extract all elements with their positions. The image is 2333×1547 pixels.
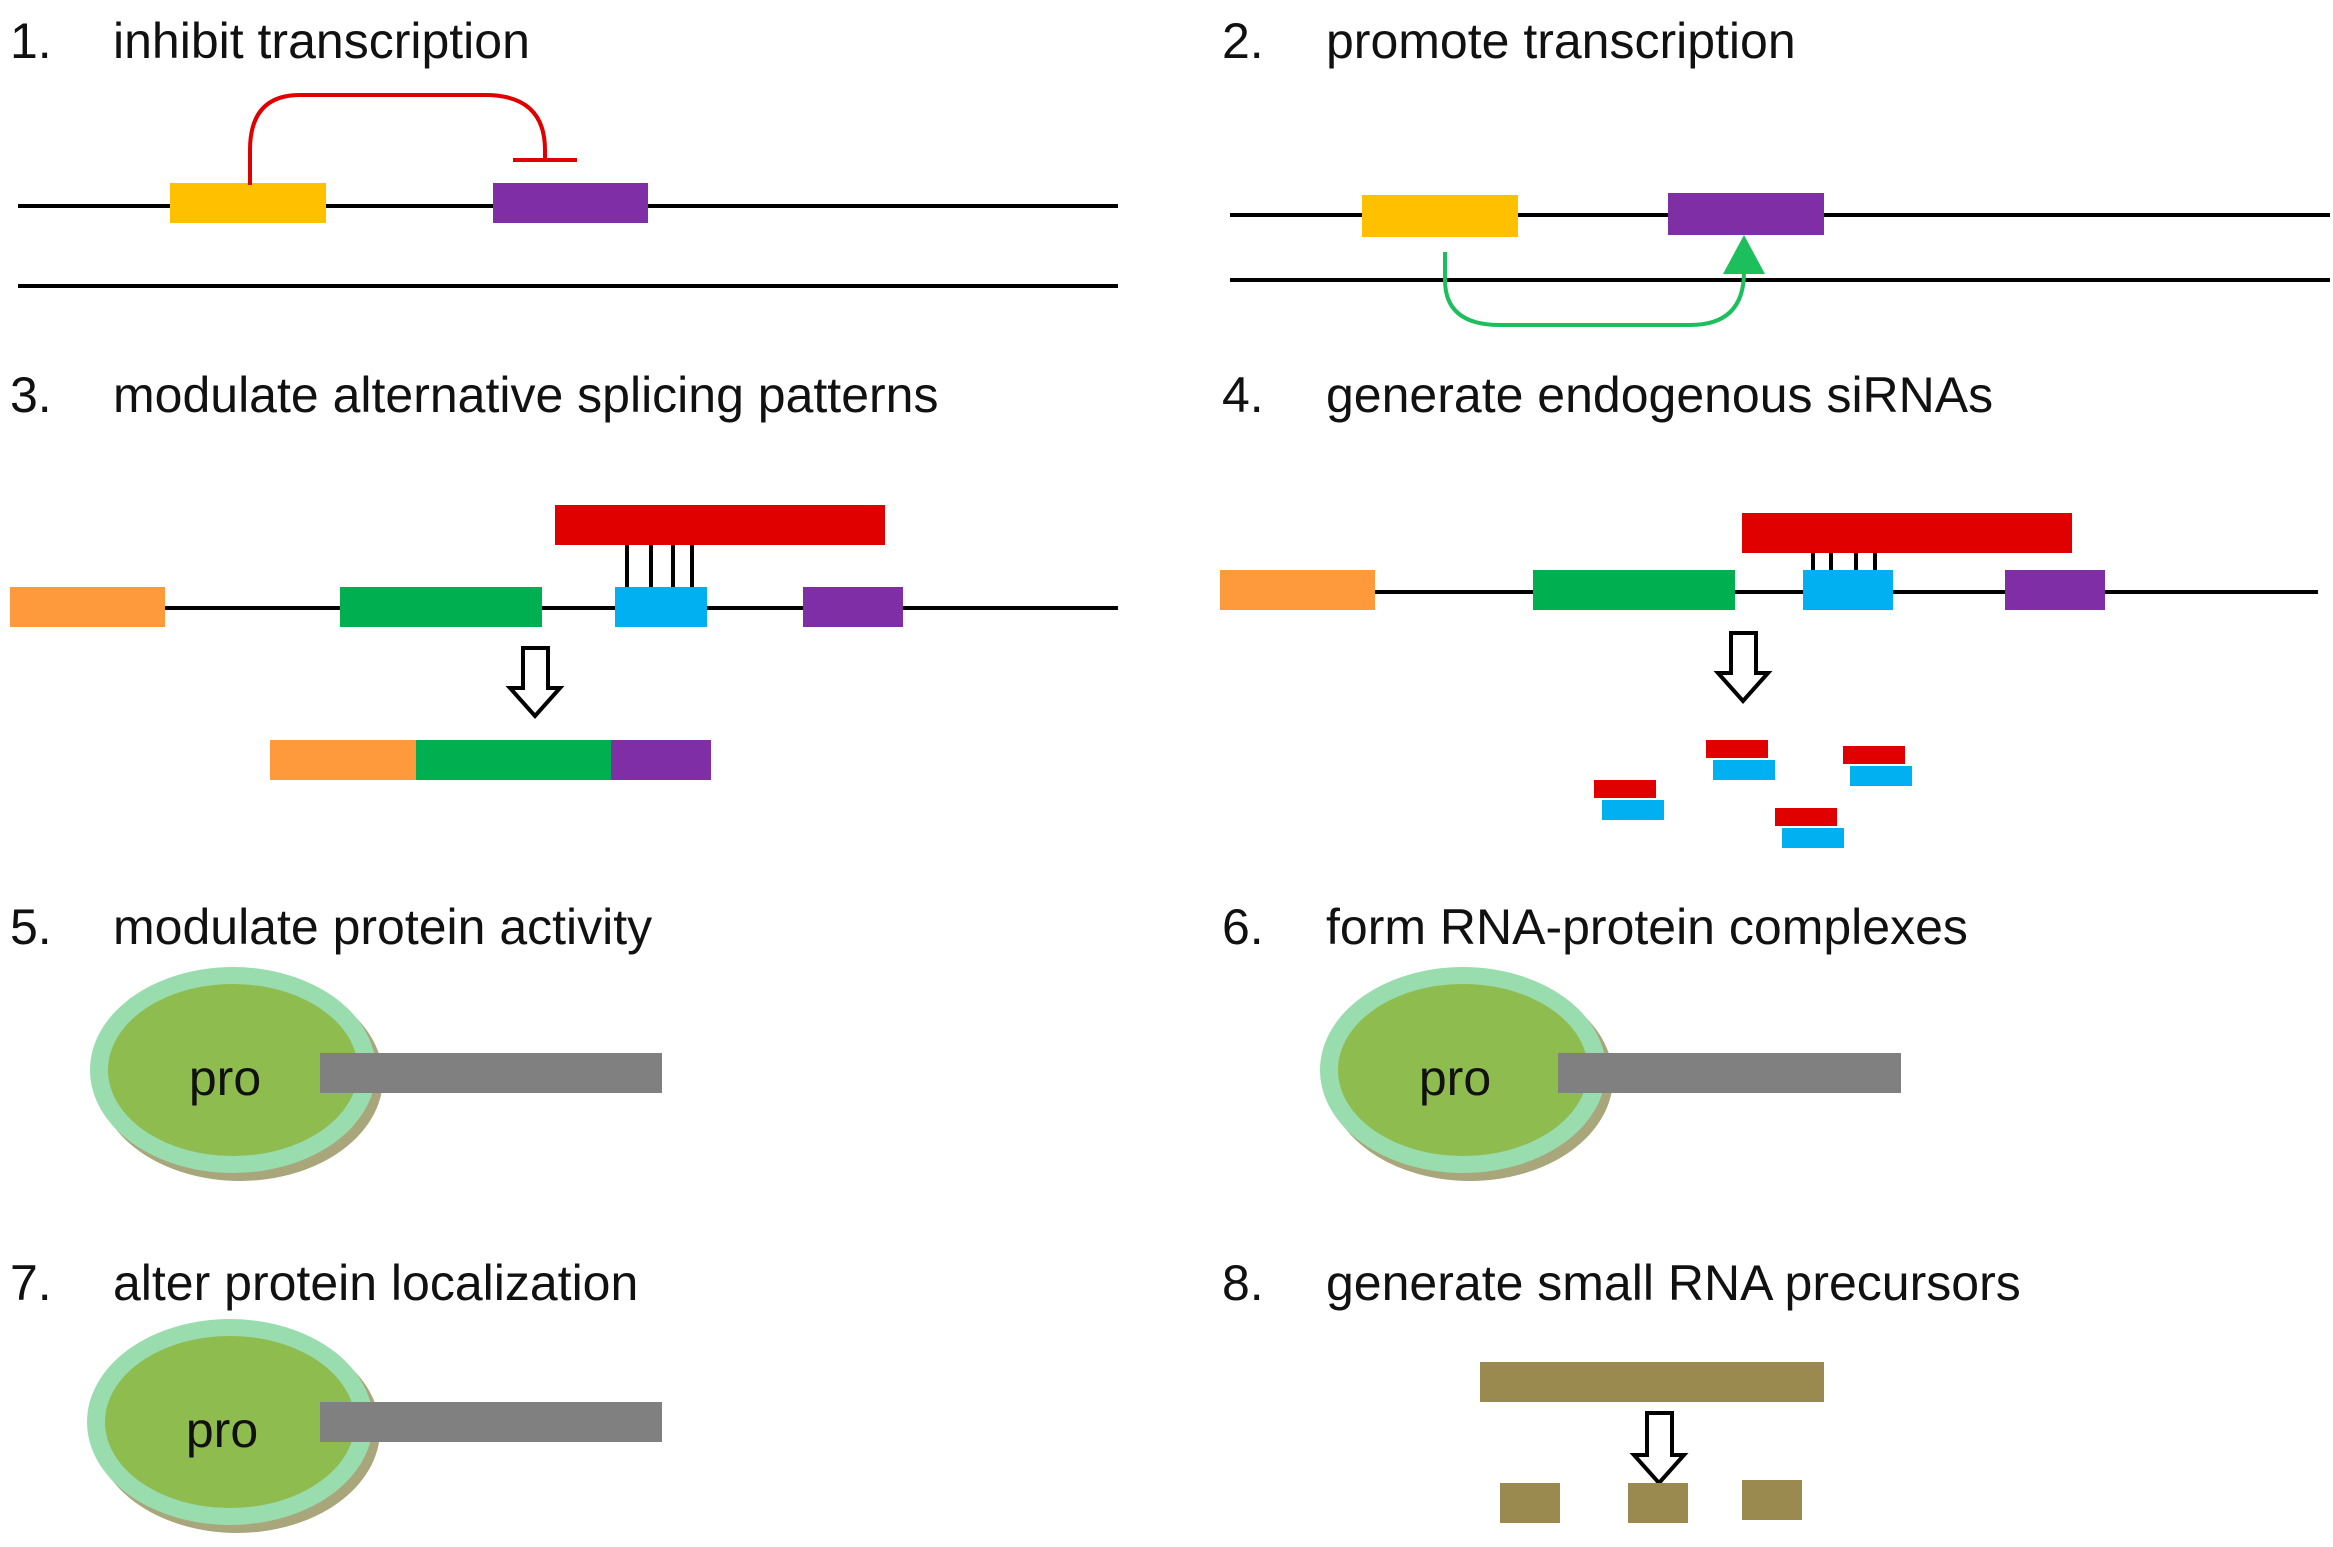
- lncrna-gene: [170, 183, 326, 223]
- sirna-duplex: [1594, 780, 1664, 820]
- panel-3-number: 3.: [10, 367, 52, 423]
- target-gene: [1668, 193, 1824, 235]
- panel-4-title: generate endogenous siRNAs: [1326, 367, 1993, 423]
- lncrna-bar: [320, 1402, 662, 1442]
- exon-orange: [1220, 570, 1375, 610]
- lncrna-gene: [1362, 195, 1518, 237]
- panel-6: 6. form RNA-protein complexes pro: [1222, 899, 1968, 1181]
- panel-7-number: 7.: [10, 1255, 52, 1311]
- precursor-rna: [1480, 1362, 1824, 1402]
- panel-2: 2. promote transcription: [1222, 13, 2330, 327]
- sirna-duplex: [1775, 808, 1844, 848]
- protein: [105, 1336, 355, 1508]
- panel-8-title: generate small RNA precursors: [1326, 1255, 2021, 1311]
- exon-orange: [10, 587, 165, 627]
- exon-blue: [1803, 570, 1893, 610]
- panel-6-title: form RNA-protein complexes: [1326, 899, 1968, 955]
- panel-4-number: 4.: [1222, 367, 1264, 423]
- protein-label: pro: [1419, 1050, 1491, 1106]
- base-pairing-lines: [625, 545, 694, 587]
- panel-5-number: 5.: [10, 899, 52, 955]
- exon-blue: [615, 587, 707, 627]
- sirna-duplex: [1706, 740, 1775, 780]
- panel-7: 7. alter protein localization pro: [10, 1255, 662, 1533]
- lncrna-bar: [1558, 1053, 1901, 1093]
- small-rna-fragment: [1742, 1480, 1802, 1520]
- panel-1-number: 1.: [10, 13, 52, 69]
- protein-label: pro: [189, 1050, 261, 1106]
- panel-3: 3. modulate alternative splicing pattern…: [10, 367, 1118, 780]
- panel-7-title: alter protein localization: [113, 1255, 638, 1311]
- exon-green: [1533, 570, 1735, 610]
- exon-purple: [2005, 570, 2105, 610]
- panel-3-title: modulate alternative splicing patterns: [113, 367, 938, 423]
- panel-8: 8. generate small RNA precursors: [1222, 1255, 2021, 1523]
- spliced-exon-orange: [270, 740, 416, 780]
- spliced-exon-purple: [611, 740, 711, 780]
- panel-2-title: promote transcription: [1326, 13, 1796, 69]
- sirna-duplex: [1843, 746, 1912, 786]
- exon-green: [340, 587, 542, 627]
- panel-8-number: 8.: [1222, 1255, 1264, 1311]
- panel-1-title: inhibit transcription: [113, 13, 530, 69]
- lncrna-bar: [320, 1053, 662, 1093]
- lncrna-strand: [555, 505, 885, 545]
- panel-4: 4. generate endogenous siRNAs: [1220, 367, 2318, 848]
- small-rna-fragment: [1628, 1483, 1688, 1523]
- exon-purple: [803, 587, 903, 627]
- small-rna-fragment: [1500, 1483, 1560, 1523]
- protein: [108, 984, 358, 1156]
- panel-5: 5. modulate protein activity pro: [10, 899, 662, 1181]
- panel-1: 1. inhibit transcription: [10, 13, 1118, 288]
- promotion-arrow: [1443, 252, 1746, 327]
- spliced-exon-green: [416, 740, 611, 780]
- panel-5-title: modulate protein activity: [113, 899, 652, 955]
- promotion-arrowhead: [1723, 235, 1765, 274]
- down-arrow-icon: [1713, 631, 1773, 705]
- down-arrow-icon: [505, 646, 565, 720]
- panel-6-number: 6.: [1222, 899, 1264, 955]
- base-pairing-lines: [1811, 553, 1877, 570]
- panel-2-number: 2.: [1222, 13, 1264, 69]
- lncrna-strand: [1742, 513, 2072, 553]
- protein-label: pro: [186, 1402, 258, 1458]
- protein: [1338, 984, 1588, 1156]
- inhibition-arrow: [248, 93, 547, 185]
- target-gene: [493, 183, 648, 223]
- down-arrow-icon: [1629, 1411, 1689, 1487]
